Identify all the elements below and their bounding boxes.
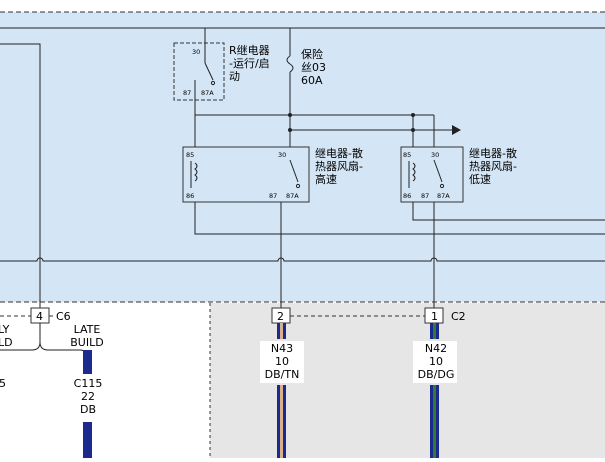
relay-low-label-2: 热器风扇- [469,159,517,173]
c2-pin-1-number: 1 [431,310,438,323]
early-build-line-1: LY [0,323,10,336]
n42-label-2: 10 [429,355,443,368]
relay-high-label-1: 继电器-散 [315,146,363,160]
wire-c115-top [83,350,92,374]
relay-low-pin-85: 85 [403,151,411,159]
relay-high-pin-87a: 87A [286,192,299,200]
late-build-line-2: BUILD [70,336,103,349]
relay-high-pin-87: 87 [269,192,277,200]
relay-low-pin-86: 86 [403,192,411,200]
relay-fan-high: 85 86 30 87 87A 继电器-散 热器风扇- 高速 [182,146,363,203]
c115-partial-label: 5 [0,377,6,390]
wire-c115-bottom [83,422,92,458]
n43-label-1: N43 [271,342,293,355]
c115-label-3: DB [80,403,96,416]
c115-label-1: C115 [74,377,103,390]
relay-r-pin-30: 30 [192,48,200,56]
relay-high-pin-30: 30 [278,151,286,159]
relay-low-pin-30: 30 [431,151,439,159]
relay-run-start: 30 87 87A R继电器 -运行/启 动 [173,28,270,115]
module-area [0,12,605,302]
return-bus [0,257,605,262]
relay-high-label-3: 高速 [315,172,337,186]
relay-r-label-2: -运行/启 [229,57,270,70]
c6-label: C6 [56,310,71,323]
wire-coil-return-high [194,202,605,235]
relay-high-pin-86: 86 [186,192,194,200]
fuse-label-2: 丝03 [301,61,326,74]
n42-label-1: N42 [425,342,447,355]
c115-label-2: 22 [81,390,95,403]
relay-low-pin-87: 87 [421,192,429,200]
fuse-label-3: 60A [301,74,323,87]
c6-pin-number: 4 [36,310,43,323]
relay-low-label-3: 低速 [469,173,491,186]
late-build-line-1: LATE [74,323,101,336]
fuse-label-1: 保险 [301,47,323,61]
relay-low-label-1: 继电器-散 [469,146,517,160]
relay-fan-low: 85 86 30 87 87A 继电器-散 热器风扇- 低速 [400,146,517,203]
relay-low-pin-87a: 87A [437,192,450,200]
wire-coil-return-low [412,202,605,221]
relay-r-pin-87a: 87A [201,89,214,97]
n42-label-3: DB/DG [418,368,455,381]
relay-r-label-3: 动 [229,70,240,83]
relay-high-pin-85: 85 [186,151,194,159]
c2-label: C2 [451,310,466,323]
n43-label-3: DB/TN [265,368,300,381]
n43-label-2: 10 [275,355,289,368]
relay-high-label-2: 热器风扇- [315,159,363,173]
early-build-line-2: LD [0,336,13,349]
fuse-03: 保险 丝03 60A [286,28,326,115]
relay-r-pin-87: 87 [183,89,191,97]
c2-pin-2-number: 2 [277,310,284,323]
wire-c6-feed [0,43,41,308]
relay-r-label-1: R继电器 [229,44,270,57]
